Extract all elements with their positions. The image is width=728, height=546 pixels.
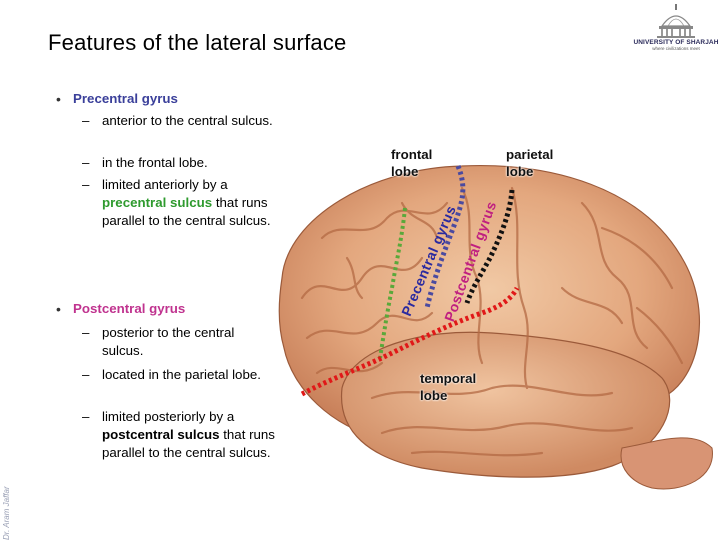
precentral-sulcus-term: precentral sulcus (102, 195, 213, 210)
item-text: limited posteriorly by a postcentral sul… (102, 408, 302, 462)
item-text-after: that runs parallel to the central sulcus… (102, 427, 275, 460)
frontal-lobe-label: frontal lobe (391, 147, 433, 179)
item-text: limited anteriorly by a precentral sulcu… (102, 176, 272, 230)
bullet-marker: • (56, 91, 61, 107)
temporal-lobe-shape (340, 331, 671, 478)
logo-name: UNIVERSITY OF SHARJAH (633, 39, 719, 46)
gyri-texture (300, 186, 684, 457)
item-text: located in the parietal lobe. (102, 367, 261, 382)
item-text: anterior to the central sulcus. (102, 113, 273, 128)
temporal-lobe-label: temporal lobe (420, 371, 477, 403)
brain-illustration (278, 165, 713, 490)
item-text-before: limited posteriorly by a (102, 409, 235, 424)
cerebellum-shape (620, 437, 713, 490)
postcentral-heading: Postcentral gyrus (73, 301, 186, 316)
dash-marker: – (82, 325, 90, 340)
dash-marker: – (82, 113, 90, 128)
dash-marker: – (82, 409, 90, 424)
dome-icon (657, 4, 695, 38)
item-text: in the frontal lobe. (102, 155, 208, 170)
item-text-after: that runs parallel to the central sulcus… (102, 195, 271, 228)
postcentral-sulcus-line (464, 189, 515, 304)
author-credit: Dr. Aram Jaffar (2, 486, 11, 540)
precentral-heading: Precentral gyrus (73, 91, 178, 106)
lateral-sulcus-line (300, 286, 520, 397)
bullet-marker: • (56, 301, 61, 317)
item-text-before: limited anteriorly by a (102, 177, 228, 192)
central-sulcus-line (424, 165, 466, 309)
slide-title: Features of the lateral surface (48, 30, 347, 55)
parietal-lobe-label: parietal lobe (506, 147, 554, 179)
dash-marker: – (82, 367, 90, 382)
university-logo: UNIVERSITY OF SHARJAH where civilization… (630, 4, 722, 64)
dash-marker: – (82, 177, 90, 192)
logo-tagline: where civilizations meet (652, 46, 700, 51)
item-text: posterior to the central sulcus. (102, 325, 235, 358)
postcentral-sulcus-term: postcentral sulcus (102, 427, 220, 442)
dash-marker: – (82, 155, 90, 170)
